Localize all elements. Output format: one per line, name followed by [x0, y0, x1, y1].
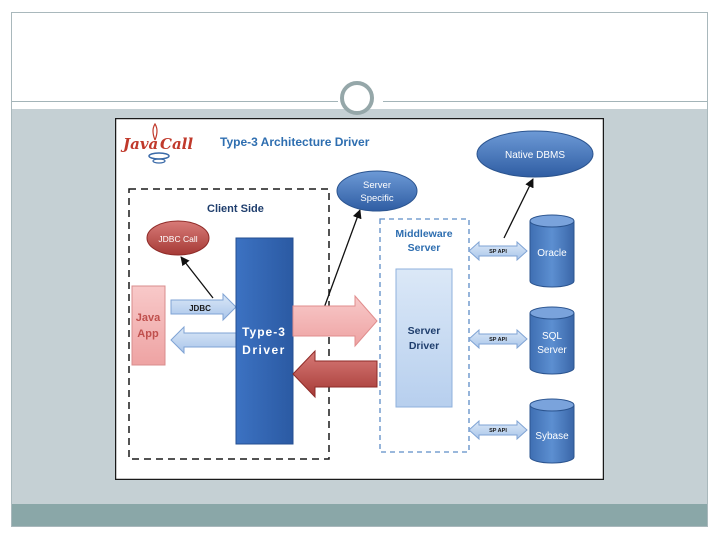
- database-label-line1: Oracle: [537, 248, 567, 259]
- database-label-line1: Sybase: [535, 431, 569, 442]
- header-divider-right: [383, 101, 707, 102]
- jdbc-label: JDBC: [189, 304, 211, 313]
- sp-api-label: SP API: [489, 337, 507, 343]
- header-divider-left: [12, 101, 338, 102]
- oracle-database-icon: Oracle: [529, 214, 575, 288]
- native-dbms-label: Native DBMS: [505, 150, 565, 161]
- native-dbms-connector: [503, 178, 534, 239]
- diagram-title: Type-3 Architecture Driver: [220, 135, 370, 149]
- sp-api-arrow-sqlserver: SP API: [468, 328, 528, 350]
- type3-driver-label-line2: Driver: [242, 343, 286, 357]
- sp-api-arrow-oracle: SP API: [468, 240, 528, 262]
- request-arrow: [292, 294, 378, 348]
- type3-driver-label-line1: Type-3: [242, 325, 286, 339]
- server-specific-connector: [323, 209, 362, 309]
- diagram-canvas: Java Call Type-3 Architecture Driver Cli…: [115, 118, 604, 480]
- sqlserver-database-icon: SQL Server: [529, 306, 575, 375]
- server-driver-node: [395, 268, 453, 408]
- architecture-diagram: Java Call Type-3 Architecture Driver Cli…: [115, 118, 604, 480]
- sp-api-label: SP API: [489, 428, 507, 434]
- response-arrow: [292, 349, 378, 399]
- jdbc-call-node: [146, 220, 210, 256]
- server-specific-label-line2: Specific: [360, 193, 394, 204]
- server-specific-label-line1: Server: [363, 180, 391, 191]
- java-app-label-line2: App: [137, 328, 159, 340]
- middleware-label-line1: Middleware: [395, 228, 452, 240]
- client-side-region: [128, 188, 330, 460]
- logo-call-text: Call: [160, 135, 193, 153]
- sp-api-arrow-sybase: SP API: [468, 419, 528, 441]
- server-driver-label-line2: Driver: [409, 340, 439, 352]
- jdbc-arrow-left: [170, 325, 237, 355]
- type3-driver-node: [235, 237, 294, 445]
- database-label-line1: SQL: [542, 331, 562, 342]
- java-app-node: [131, 285, 166, 366]
- jdbc-call-label: JDBC Call: [158, 234, 197, 244]
- circle-ornament: [340, 81, 374, 115]
- jdbc-call-connector: [180, 256, 214, 299]
- java-app-label-line1: Java: [136, 312, 161, 324]
- client-side-label: Client Side: [207, 203, 264, 215]
- logo-steam-icon: [152, 122, 158, 141]
- footer-band: [12, 504, 707, 526]
- javacall-logo: Java Call: [120, 122, 193, 164]
- server-specific-node: [336, 170, 418, 212]
- middleware-label-line2: Server: [408, 242, 441, 254]
- server-driver-label-line1: Server: [408, 325, 441, 337]
- sp-api-label: SP API: [489, 249, 507, 255]
- logo-java-text: Java: [120, 135, 158, 153]
- database-label-line2: Server: [537, 345, 567, 356]
- jdbc-arrow-right: [170, 292, 237, 322]
- native-dbms-node: [476, 130, 594, 178]
- sybase-database-icon: Sybase: [529, 398, 575, 464]
